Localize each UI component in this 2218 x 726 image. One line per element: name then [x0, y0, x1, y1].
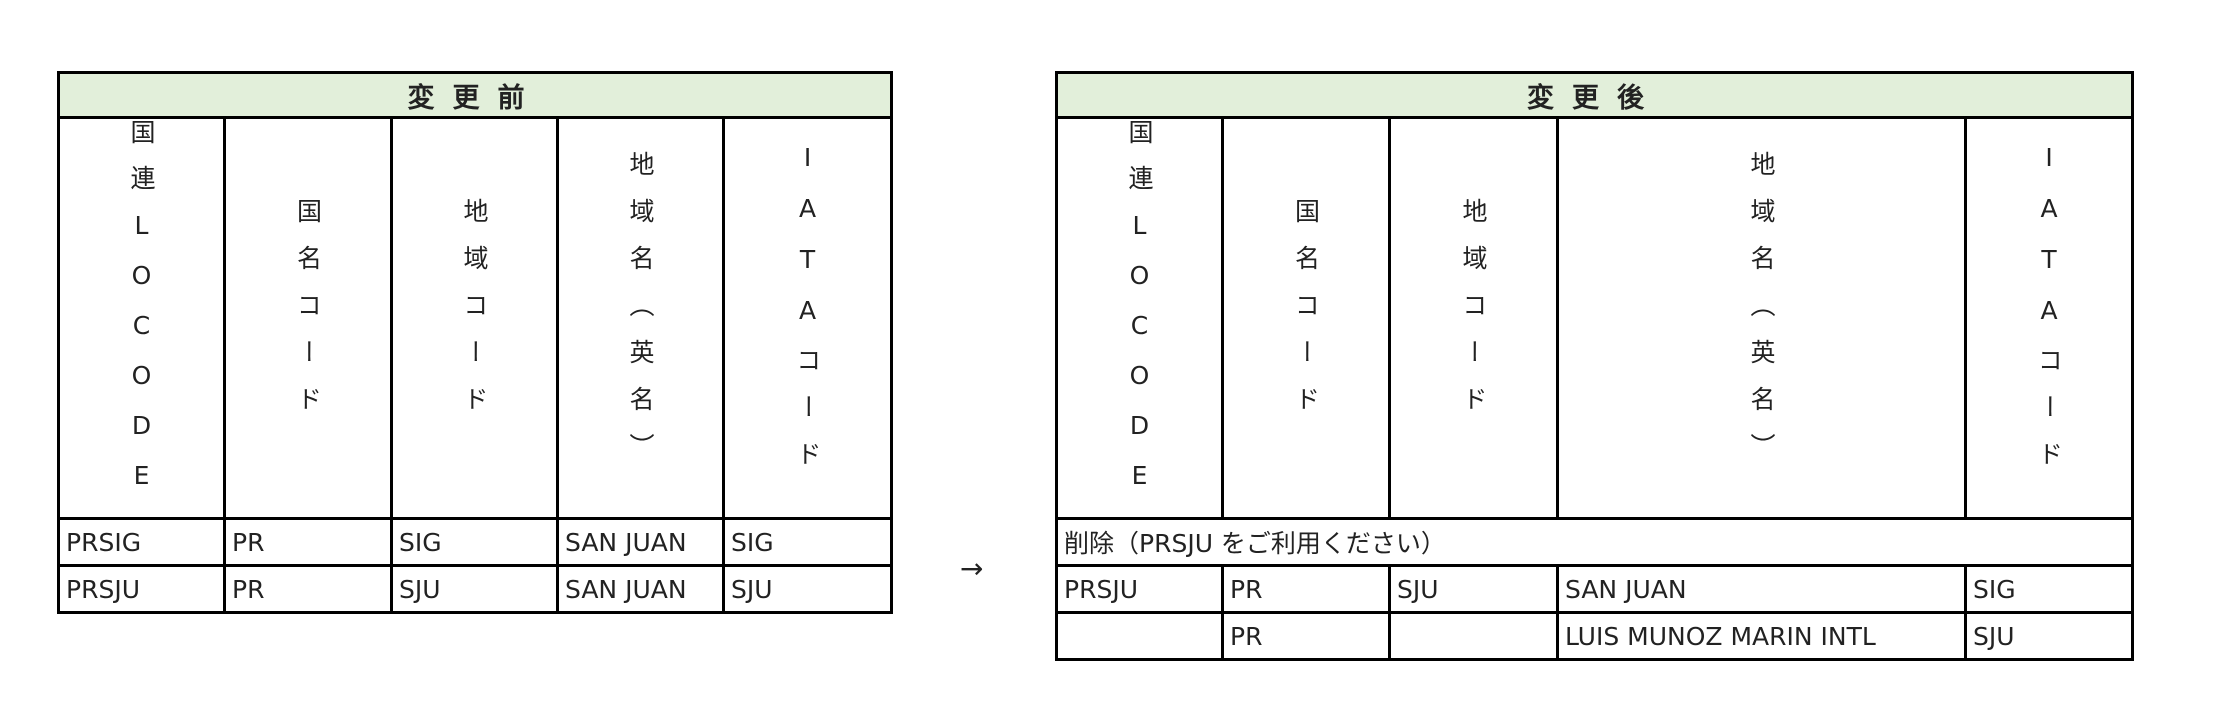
after-title: 変更後: [1054, 71, 2135, 119]
header-cell: 地域コード: [1388, 116, 1559, 520]
table-cell: SIG: [390, 517, 559, 567]
table-row: PRSIG PR SIG SAN JUAN SIG: [57, 517, 894, 567]
table-cell: PR: [223, 564, 393, 614]
table-cell: PRSJU: [1055, 564, 1224, 614]
header-region-code: 地域コード: [1459, 197, 1488, 433]
deletion-note: 削除（PRSJU をご利用ください）: [1054, 517, 2135, 567]
header-region-name: 地域名（英名）: [1747, 150, 1776, 480]
table-cell: SJU: [390, 564, 559, 614]
table-cell: SIG: [1963, 564, 2135, 614]
header-country-code: 国名コード: [293, 197, 323, 433]
header-cell: 地域名（英名）: [1556, 116, 1967, 520]
header-cell: 国名コード: [223, 116, 393, 520]
table-cell: SAN JUAN: [1556, 564, 1967, 614]
header-row: 国連LOCODE 国名コード 地域コード 地域名（英名） IATAコード: [1055, 116, 2135, 520]
table-cell: [1055, 611, 1224, 661]
header-cell: IATAコード: [721, 116, 894, 520]
table-row: PR LUIS MUNOZ MARIN INTL SJU: [1055, 611, 2135, 661]
header-country-code: 国名コード: [1291, 197, 1321, 433]
table-cell: [1388, 611, 1559, 661]
header-iata-code: IATAコード: [2034, 142, 2064, 488]
table-cell: PRSJU: [57, 564, 226, 614]
header-region-code: 地域コード: [460, 197, 489, 433]
before-title: 変更前: [56, 71, 894, 119]
table-row: PRSJU PR SJU SAN JUAN SJU: [57, 564, 894, 614]
header-cell: 地域コード: [390, 116, 559, 520]
header-cell: 国連LOCODE: [57, 116, 226, 520]
header-locode: 国連LOCODE: [127, 119, 156, 512]
table-cell: SIG: [721, 517, 894, 567]
table-cell: SJU: [721, 564, 894, 614]
header-cell: 国名コード: [1221, 116, 1391, 520]
table-cell: LUIS MUNOZ MARIN INTL: [1556, 611, 1967, 661]
before-table: 変更前 国連LOCODE 国名コード 地域コード 地域名（英名） IATAコード…: [56, 71, 894, 614]
header-region-name: 地域名（英名）: [626, 150, 655, 480]
header-cell: 地域名（英名）: [556, 116, 725, 520]
header-cell: IATAコード: [1963, 116, 2135, 520]
arrow-icon: →: [960, 552, 984, 585]
table-cell: PRSIG: [57, 517, 226, 567]
table-cell: SAN JUAN: [556, 564, 725, 614]
header-row: 国連LOCODE 国名コード 地域コード 地域名（英名） IATAコード: [57, 116, 894, 520]
table-cell: PR: [223, 517, 393, 567]
after-table: 変更後 国連LOCODE 国名コード 地域コード 地域名（英名） IATAコード…: [1054, 71, 2135, 661]
header-iata-code: IATAコード: [793, 142, 823, 488]
header-locode: 国連LOCODE: [1125, 119, 1154, 512]
table-cell: PR: [1221, 564, 1391, 614]
note-row: 削除（PRSJU をご利用ください）: [1054, 517, 2135, 567]
table-cell: SJU: [1963, 611, 2135, 661]
table-row: PRSJU PR SJU SAN JUAN SIG: [1055, 564, 2135, 614]
table-cell: PR: [1221, 611, 1391, 661]
table-cell: SAN JUAN: [556, 517, 725, 567]
header-cell: 国連LOCODE: [1055, 116, 1224, 520]
table-cell: SJU: [1388, 564, 1559, 614]
